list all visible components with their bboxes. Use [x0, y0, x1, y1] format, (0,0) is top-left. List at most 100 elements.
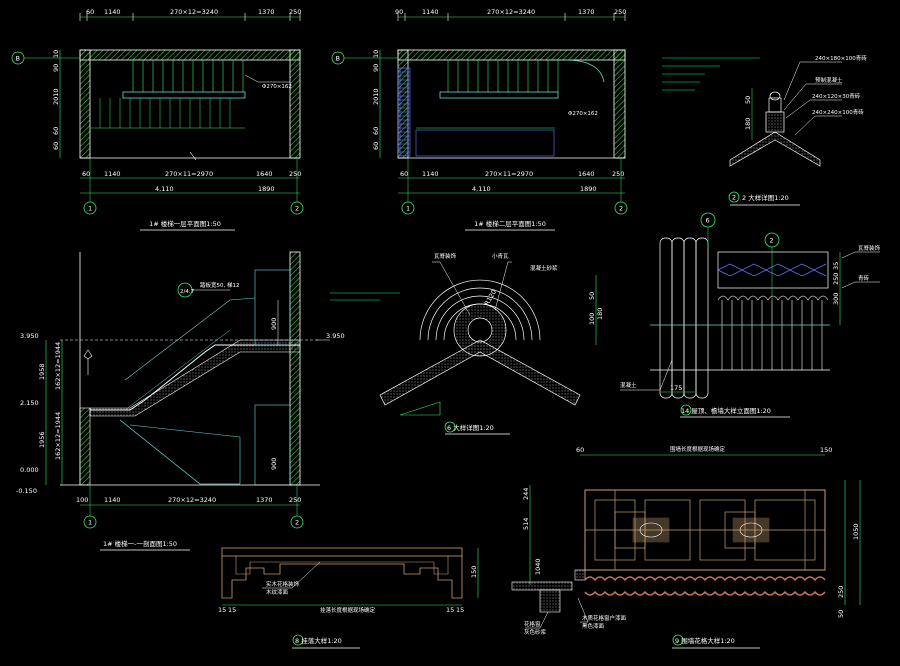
section-dim-bottom-2: 1140	[104, 496, 121, 504]
detail9-dim-top-2: 150	[820, 446, 832, 454]
detail14-callout-2: 2	[770, 237, 774, 245]
detail9-dim-right-1: 1050	[852, 523, 860, 540]
plan2-note: Φ270×162	[568, 111, 598, 117]
section-elev-1: 3.950	[20, 332, 39, 340]
plan2-dim-b1-2: 1140	[422, 170, 439, 178]
detail-8-fascia: 实木花格装饰 木纹漆面 150 15 15 15 15 挂落长度根据现场确定 8…	[218, 547, 479, 649]
detail9-label-1: 花格窗	[524, 620, 541, 628]
plan2-dim-left-4: 60	[372, 127, 380, 135]
section-level-right: 3.950	[326, 332, 345, 340]
detail6-dim-3: R120	[483, 288, 498, 307]
detail14-dim-3: 300	[832, 293, 840, 305]
plan2-dim-b2-1: 4,110	[472, 185, 491, 193]
plan2-dim-left-2: 90	[372, 64, 380, 72]
detail8-dim-right: 150	[470, 566, 478, 578]
detail14-caption: 14 屋顶、檐墙大样立面图1:20	[681, 406, 771, 415]
detail9-dim-right-3: 50	[837, 610, 845, 618]
detail6-dim-4: 180	[596, 308, 604, 320]
plan2-dim-top-1: 90	[395, 8, 403, 16]
plan2-dim-left-1: 10	[372, 50, 380, 58]
detail6-axis-marker	[444, 421, 456, 433]
section-elev-2: 2.150	[20, 399, 39, 407]
detail9-dim-left-2: 1040	[534, 558, 542, 575]
detail9-dim-left-1: 514	[522, 518, 530, 530]
detail14-callout-1: 6	[706, 217, 710, 225]
detail2-label-3: 240×120×30青砖	[812, 92, 861, 100]
detail8-dim-b1: 15	[218, 606, 226, 614]
detail8-dim-b3: 15	[446, 606, 454, 614]
plan1-axis-1: 1	[88, 205, 92, 213]
detail14-label-3: 混凝土	[620, 381, 637, 389]
stair-section: 2/4.7 踏板宽50, 梯12 3.950 2.150 0.000 -0.15…	[16, 251, 345, 551]
detail2-caption: 2 大样详图1:20	[742, 193, 789, 202]
detail6-label-3: 混凝土砂浆	[530, 264, 558, 272]
detail-14-roof-elevation: 6 2 35 250 300 瓦脊装饰 青砖 混凝土 175 14 屋顶、檐墙大…	[620, 212, 881, 418]
detail2-dim-2: 180	[744, 118, 752, 130]
detail14-label-1: 瓦脊装饰	[858, 244, 881, 252]
stair-plan-1: 60 1140 270×12=3240 1370 250	[11, 8, 304, 231]
section-axis-2: 2	[295, 519, 299, 527]
plan2-dim-b1-4: 1640	[578, 170, 595, 178]
detail2-label-2: 预制混凝土	[815, 76, 843, 84]
detail8-dim-b2: 15	[228, 606, 236, 614]
plan1-dim-b1-1: 60	[82, 170, 90, 178]
plan1-dim-b2-2: 1890	[258, 185, 275, 193]
detail9-title: 围墙长度根据现场确定	[670, 445, 726, 453]
detail8-label-2: 木纹漆面	[266, 588, 289, 596]
plan2-dim-b1-1: 60	[400, 170, 408, 178]
detail8-dim-b4: 15	[456, 606, 464, 614]
plan2-dim-b1-5: 250	[612, 170, 624, 178]
plan2-axis-1-marker	[401, 201, 415, 215]
section-elev-3: 0.000	[20, 466, 39, 474]
detail14-label-2: 青砖	[858, 274, 870, 282]
detail9-label-3: 木质花格窗户漆面	[582, 614, 627, 622]
plan1-dim-left-3: 2010	[52, 88, 60, 105]
plan1-dim-top-2: 1140	[104, 8, 121, 16]
plan1-axis-left: B	[16, 55, 20, 63]
plan1-axis-2-marker	[290, 201, 304, 215]
plan2-dim-top-2: 1140	[422, 8, 439, 16]
plan1-axis-2: 2	[295, 205, 299, 213]
plan2-dim-top-5: 250	[614, 8, 626, 16]
plan1-dim-left-5: 60	[52, 142, 60, 150]
plan1-dim-b1-4: 1640	[256, 170, 273, 178]
plan1-dim-top-4: 1370	[258, 8, 275, 16]
detail6-label-1: 瓦脊装饰	[434, 252, 457, 260]
detail6-dim-2: 100	[588, 313, 596, 325]
plan2-dim-left-3: 2010	[372, 88, 380, 105]
detail2-dim-1: 50	[744, 96, 752, 104]
section-dim-bottom-3: 270×12=3240	[168, 496, 216, 504]
detail9-label-4: 黑色漆面	[582, 622, 605, 630]
detail14-dim-2: 250	[832, 273, 840, 285]
section-axis-1: 1	[88, 519, 92, 527]
section-dim-right-1: 900	[270, 318, 278, 330]
plan2-caption: 1# 楼梯二层平面图1:50	[474, 219, 546, 228]
detail9-dim-top-1: 60	[576, 446, 584, 454]
detail2-label-4: 240×240×100青砖	[812, 108, 864, 116]
detail9-label-2: 灰色砂浆	[524, 628, 547, 636]
plan2-dim-left-5: 60	[372, 142, 380, 150]
detail2-label-1: 240×180×100青砖	[815, 54, 867, 62]
section-elev-4: -0.150	[16, 487, 37, 495]
plan2-axis-left: B	[336, 55, 340, 63]
section-dim-left-1: 1958	[38, 363, 46, 380]
detail6-caption: 6 大样详图1:20	[447, 423, 494, 432]
detail2-axis-marker	[728, 191, 740, 203]
detail8-axis-marker	[292, 634, 304, 646]
section-note: 踏板宽50, 梯12	[200, 281, 240, 289]
section-dim-bottom-1: 100	[76, 496, 88, 504]
plan1-dim-left-2: 90	[52, 64, 60, 72]
detail9-dim-right-2: 250	[837, 586, 845, 598]
plan1-dim-left-1: 10	[52, 50, 60, 58]
plan2-axis-2: 2	[619, 205, 623, 213]
section-dim-right-2: 900	[270, 458, 278, 470]
plan1-note: Φ270×162	[262, 84, 292, 90]
detail14-axis-marker	[680, 404, 692, 416]
plan2-axis-1: 1	[406, 205, 410, 213]
detail9-dim-left-3: 244	[522, 488, 530, 500]
section-dim-bottom-4: 1370	[256, 496, 273, 504]
section-axis-1-marker	[83, 515, 97, 529]
plan1-dim-top-5: 250	[289, 8, 301, 16]
plan2-axis-2-marker	[614, 201, 628, 215]
plan1-dim-top-3: 270×12=3240	[170, 8, 218, 16]
